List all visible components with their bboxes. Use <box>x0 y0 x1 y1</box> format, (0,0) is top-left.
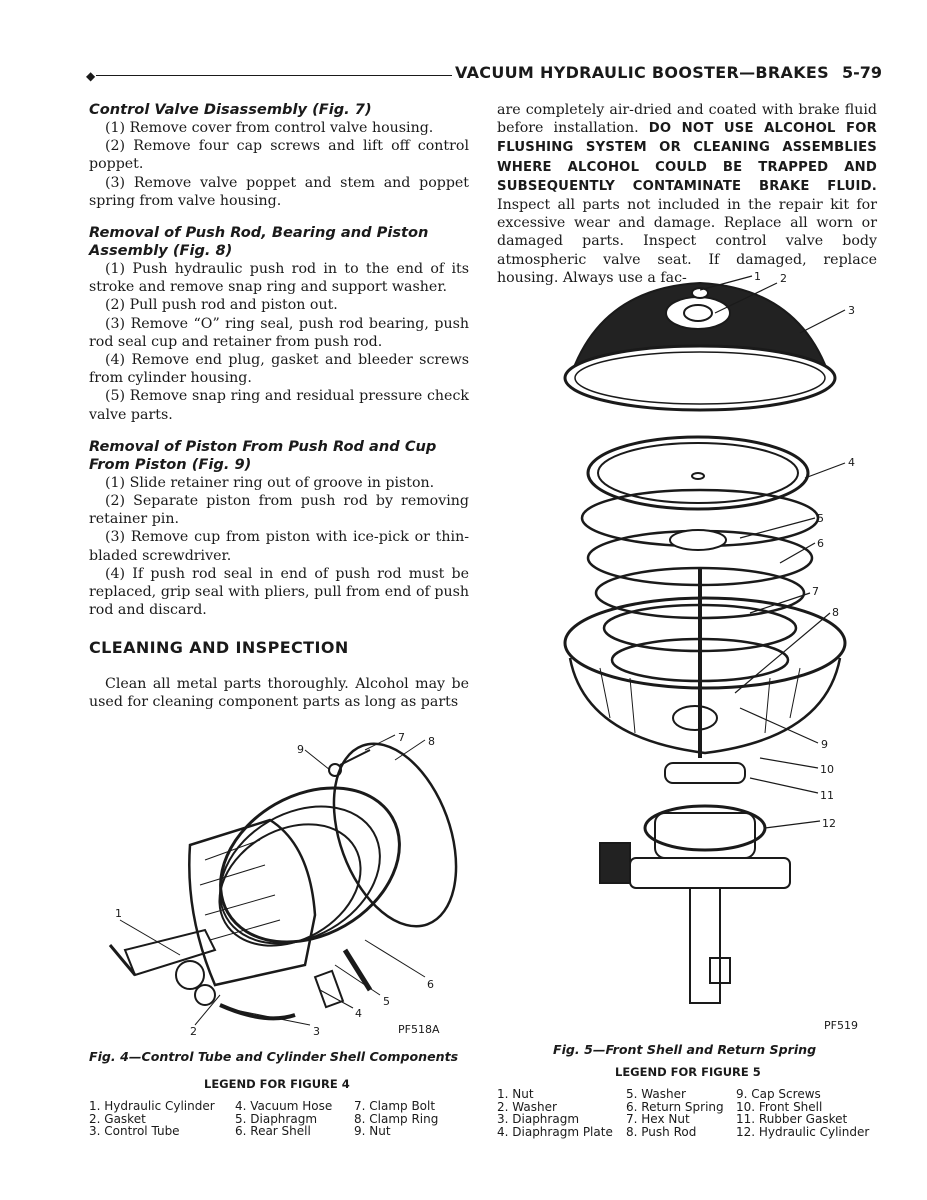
step-2-4: (4) Remove end plug, gasket and bleeder … <box>89 352 469 387</box>
section-title-cleaning-inspection: CLEANING AND INSPECTION <box>89 638 349 658</box>
fig4-legend-title: LEGEND FOR FIGURE 4 <box>204 1077 350 1091</box>
fig4-callout-3: 3 <box>313 1025 320 1038</box>
cleaning-text-b: Inspect all parts not included in the re… <box>497 197 877 286</box>
step-3-3: (3) Remove cup from piston with ice-pick… <box>89 529 469 564</box>
fig5-callout-7: 7 <box>812 585 819 598</box>
fig5-callout-6: 6 <box>817 537 824 550</box>
cleaning-text-a: are completely air-dried and coated with… <box>497 102 877 137</box>
fig5-legend-item-2: 2. Washer <box>497 1099 557 1114</box>
fig4-callout-9: 9 <box>297 743 304 756</box>
step-2-3: (3) Remove “O” ring seal, push rod beari… <box>89 315 469 350</box>
fig4-legend-col2: 4. Vacuum Hose 5. Diaphragm 6. Rear Shel… <box>235 1100 332 1138</box>
fig4-legend-item-6: 6. Rear Shell <box>235 1124 311 1138</box>
fig5-legend-title: LEGEND FOR FIGURE 5 <box>615 1065 761 1079</box>
step-2-1: (1) Push hydraulic push rod in to the en… <box>89 261 469 296</box>
fig5-legend-item-8: 8. Push Rod <box>626 1124 697 1139</box>
fig5-legend-item-6: 6. Return Spring <box>626 1099 724 1114</box>
cleaning-paragraph: Clean all metal parts thoroughly. Alcoho… <box>89 675 469 710</box>
fig5-callout-5: 5 <box>817 512 824 525</box>
fig4-legend-item-4: 4. Vacuum Hose <box>235 1099 333 1113</box>
fig5-legend-col2: 5. Washer 6. Return Spring 7. Hex Nut 8.… <box>626 1088 724 1138</box>
fig5-legend-item-7: 7. Hex Nut <box>626 1112 690 1126</box>
figure-4-illustration: 1 2 3 4 5 6 7 8 9 <box>108 731 458 1038</box>
fig4-legend-col1: 1. Hydraulic Cylinder 2. Gasket 3. Contr… <box>89 1100 215 1138</box>
heading-removal-push-rod-line1: Removal of Push Rod, Bearing and Piston <box>89 224 429 242</box>
fig5-callout-12: 12 <box>822 817 836 830</box>
heading-removal-piston: Removal of Piston From Push Rod and Cup … <box>89 438 469 474</box>
fig5-legend-item-4: 4. Diaphragm Plate <box>497 1124 613 1139</box>
step-1-3: (3) Remove valve poppet and stem and pop… <box>89 174 469 209</box>
fig5-legend-item-10: 10. Front Shell <box>736 1099 823 1114</box>
step-3-4: (4) If push rod seal in end of push rod … <box>89 565 469 619</box>
fig5-legend-col1: 1. Nut 2. Washer 3. Diaphragm 4. Diaphra… <box>497 1088 613 1138</box>
step-2-2: (2) Pull push rod and piston out. <box>105 297 338 314</box>
fig5-callout-1: 1 <box>754 270 761 283</box>
step-3-1: (1) Slide retainer ring out of groove in… <box>105 474 435 491</box>
step-2-5: (5) Remove snap ring and residual pressu… <box>89 388 469 423</box>
page-number: 5-79 <box>842 63 883 82</box>
fig5-callout-11: 11 <box>820 789 834 802</box>
fig4-callout-1: 1 <box>115 907 122 920</box>
fig5-legend-item-5: 5. Washer <box>626 1087 686 1101</box>
fig4-callout-6: 6 <box>427 978 434 991</box>
left-column: Control Valve Disassembly (Fig. 7) (1) R… <box>89 101 469 711</box>
fig5-callout-2: 2 <box>780 272 787 285</box>
fig5-callout-4: 4 <box>848 456 855 469</box>
fig4-part-code: PF518A <box>398 1023 440 1036</box>
fig4-callout-5: 5 <box>383 995 390 1008</box>
fig4-legend-item-2: 2. Gasket <box>89 1111 146 1126</box>
fig5-legend-item-1: 1. Nut <box>497 1087 534 1101</box>
fig5-legend-item-9: 9. Cap Screws <box>736 1087 821 1101</box>
step-3-2: (2) Separate piston from push rod by rem… <box>89 493 469 528</box>
right-column: are completely air-dried and coated with… <box>497 101 877 287</box>
running-header-title: VACUUM HYDRAULIC BOOSTER—BRAKES <box>455 63 829 82</box>
fig4-callout-7: 7 <box>398 731 405 744</box>
figure-5-illustration: 1 2 3 4 5 6 7 8 9 10 11 12 <box>563 270 855 1004</box>
fig4-legend-item-9: 9. Nut <box>354 1124 391 1138</box>
fig4-callout-2: 2 <box>190 1025 197 1038</box>
step-1-2: (2) Remove four cap screws and lift off … <box>89 138 469 173</box>
fig5-callout-8: 8 <box>832 606 839 619</box>
fig5-callout-9: 9 <box>821 738 828 751</box>
fig5-callout-3: 3 <box>848 304 855 317</box>
fig5-legend-item-12: 12. Hydraulic Cylinder <box>736 1124 870 1139</box>
fig4-caption: Fig. 4—Control Tube and Cylinder Shell C… <box>89 1049 459 1064</box>
fig4-legend-item-7: 7. Clamp Bolt <box>354 1099 436 1113</box>
fig4-legend-item-3: 3. Control Tube <box>89 1124 180 1138</box>
alcohol-warning: DO NOT USE ALCOHOL FOR FLUSHING SYSTEM O… <box>497 121 878 194</box>
cleaning-paragraph-continued: are completely air-dried and coated with… <box>497 101 877 287</box>
fig5-callout-10: 10 <box>820 763 834 776</box>
fig4-callout-8: 8 <box>428 735 435 748</box>
fig5-part-code: PF519 <box>824 1019 858 1032</box>
heading-control-valve-disassembly: Control Valve Disassembly (Fig. 7) <box>89 101 372 118</box>
heading-removal-push-rod: Removal of Push Rod, Bearing and Piston … <box>89 224 469 260</box>
fig4-legend-col3: 7. Clamp Bolt 8. Clamp Ring 9. Nut <box>354 1100 438 1138</box>
fig5-legend-col3: 9. Cap Screws 10. Front Shell 11. Rubber… <box>736 1088 869 1138</box>
header-rule <box>96 75 452 76</box>
fig4-legend-item-8: 8. Clamp Ring <box>354 1111 439 1126</box>
fig4-legend-item-1: 1. Hydraulic Cylinder <box>89 1099 215 1113</box>
step-1-1: (1) Remove cover from control valve hous… <box>105 120 434 136</box>
fig5-caption: Fig. 5—Front Shell and Return Spring <box>553 1042 817 1057</box>
fig5-legend-item-3: 3. Diaphragm <box>497 1112 580 1126</box>
fig5-legend-item-11: 11. Rubber Gasket <box>736 1112 848 1126</box>
fig4-callout-4: 4 <box>355 1007 362 1020</box>
header-diamond-glyph: ◆ <box>86 69 96 83</box>
heading-removal-push-rod-line2: Assembly (Fig. 8) <box>89 242 233 260</box>
heading-removal-piston-line1: Removal of Piston From Push Rod and Cup <box>89 437 437 455</box>
fig4-legend-item-5: 5. Diaphragm <box>235 1111 318 1126</box>
heading-removal-piston-line2: From Piston (Fig. 9) <box>89 455 252 473</box>
